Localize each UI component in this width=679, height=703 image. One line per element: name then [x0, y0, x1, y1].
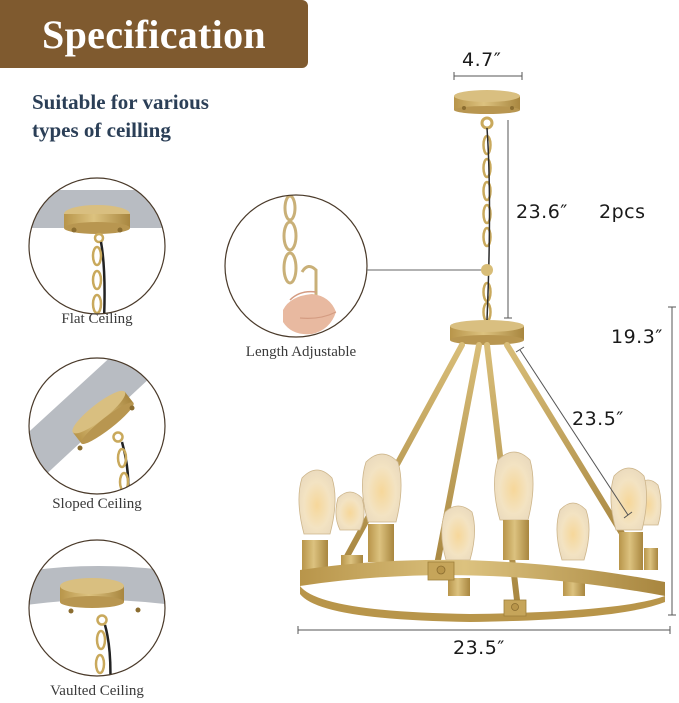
- spec-title-banner: Specification: [0, 0, 308, 68]
- spec-title: Specification: [42, 11, 266, 57]
- vaulted-ceiling-label: Vaulted Ceiling: [50, 683, 144, 699]
- body-height-label: 19.3″: [611, 326, 663, 348]
- ceiling-subtitle: Suitable for various types of ceilling: [32, 88, 292, 144]
- sloped-ceiling-icon: [28, 357, 166, 495]
- flat-ceiling-icon: [28, 177, 166, 315]
- canopy-width-label: 4.7″: [462, 49, 502, 71]
- subtitle-line-2: types of ceilling: [32, 118, 171, 142]
- subtitle-line-1: Suitable for various: [32, 90, 209, 114]
- vaulted-ceiling-icon: [28, 539, 166, 677]
- chandelier-illustration: [298, 90, 665, 622]
- chain-hook-icon: [224, 194, 488, 338]
- dimension-lines: [297, 72, 676, 634]
- diameter-label: 23.5″: [453, 637, 505, 659]
- chain-length-label: 23.6″: [516, 201, 568, 223]
- sloped-ceiling-label: Sloped Ceiling: [52, 496, 142, 512]
- chain-qty-label: 2pcs: [599, 201, 646, 223]
- arm-length-label: 23.5″: [572, 408, 624, 430]
- flat-ceiling-label: Flat Ceiling: [61, 311, 133, 327]
- bulbs-front: [298, 451, 647, 535]
- length-adjustable-label: Length Adjustable: [245, 344, 357, 360]
